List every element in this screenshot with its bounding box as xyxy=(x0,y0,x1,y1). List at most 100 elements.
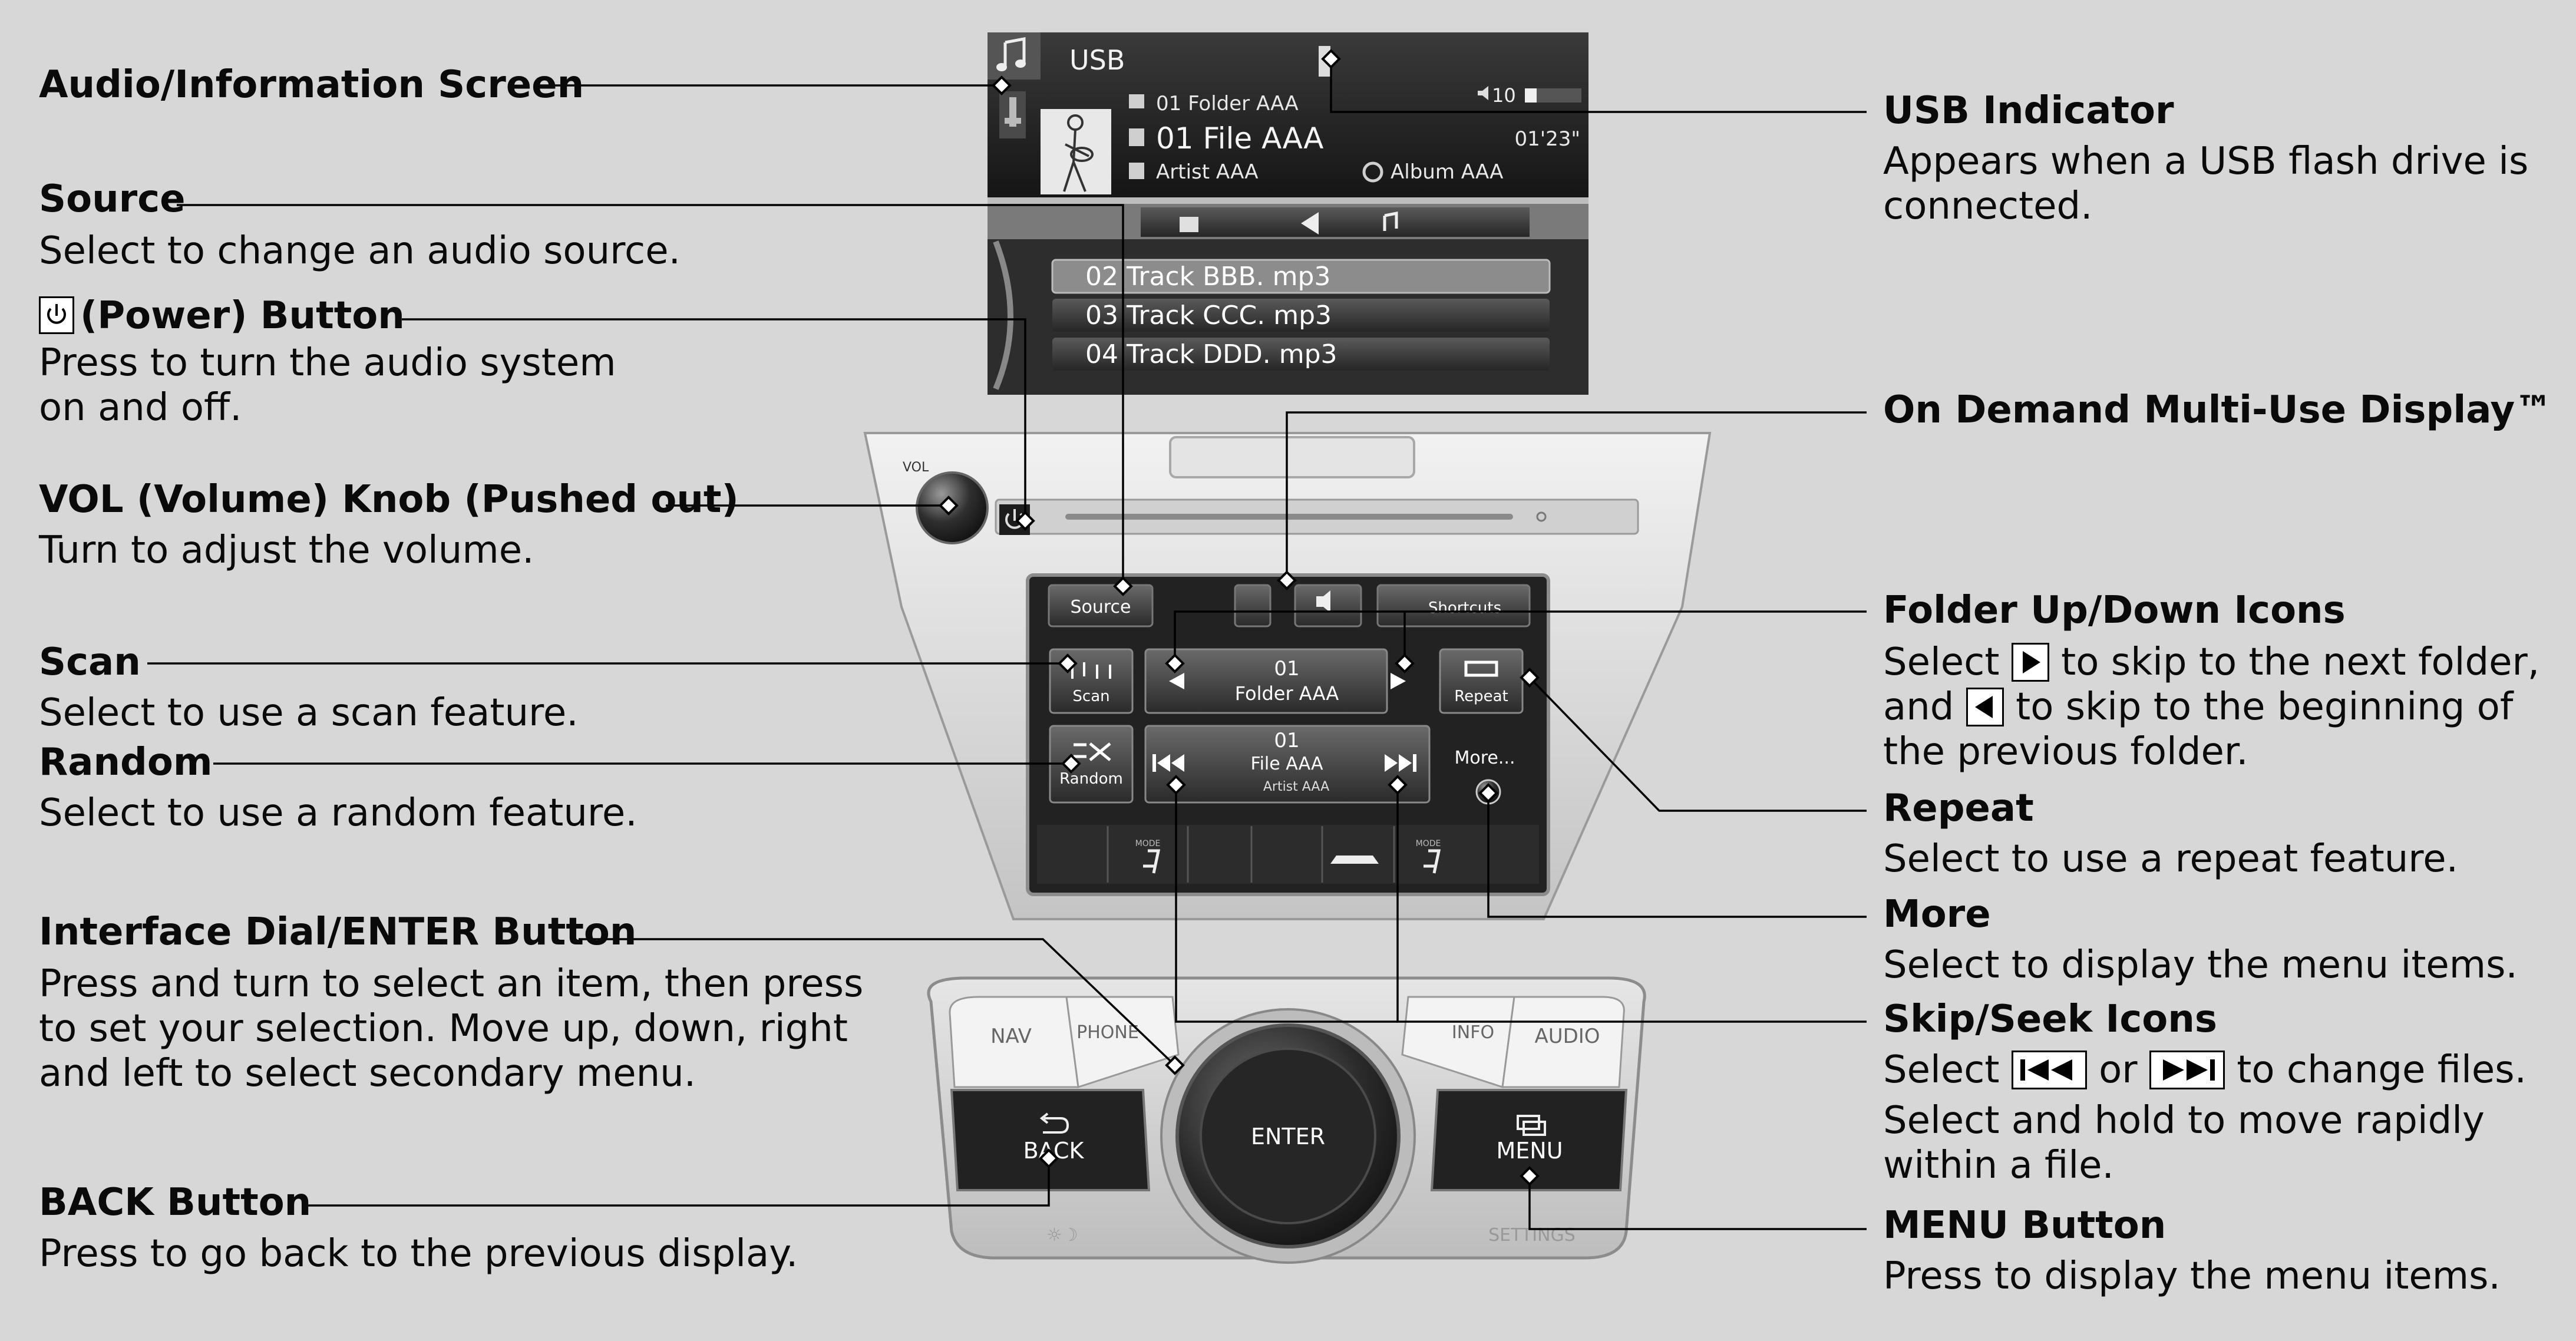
callout-repeat-desc: Select to use a repeat feature. xyxy=(1883,837,2458,881)
callout-usb-title: USB Indicator xyxy=(1883,89,2174,133)
callout-back-title: BACK Button xyxy=(39,1181,312,1224)
album-art xyxy=(1041,109,1111,194)
more-button[interactable]: More... xyxy=(1455,748,1515,768)
callout-skip-desc: Select or to change files. Select and ho… xyxy=(1883,1048,2527,1187)
track-row[interactable] xyxy=(1052,299,1550,332)
folder-up-icon[interactable] xyxy=(1391,673,1406,689)
climate-mode-icon-right[interactable] xyxy=(1424,849,1441,874)
folder-tab[interactable] xyxy=(1141,207,1335,237)
callout-markers xyxy=(939,49,1540,1186)
folder-name: 01 Folder AAA xyxy=(1156,92,1299,115)
music-tab-icon xyxy=(1383,211,1398,231)
folder-icon xyxy=(1129,94,1144,108)
leader-lines xyxy=(147,59,1867,1230)
file-title: File AAA xyxy=(1251,754,1323,774)
track-row-selected[interactable] xyxy=(1051,259,1551,294)
climate-mode-icon[interactable] xyxy=(1143,849,1161,874)
power-icon xyxy=(39,296,74,334)
callout-on-demand-title: On Demand Multi-Use Display™ xyxy=(1883,388,2553,432)
previous-folder-icon xyxy=(1966,688,2004,726)
track-item: 02 Track BBB. mp3 xyxy=(1085,262,1330,292)
random-icon xyxy=(1074,742,1111,761)
callout-folder-icons-desc: Select to skip to the next folder, and t… xyxy=(1883,640,2540,774)
folder-tab-icon xyxy=(1180,217,1198,232)
menu-button[interactable] xyxy=(1430,1089,1628,1191)
callout-power-title-row: (Power) Button xyxy=(39,291,405,341)
callout-power-desc: Press to turn the audio system on and of… xyxy=(39,341,616,430)
enter-button[interactable]: ENTER xyxy=(1251,1124,1325,1150)
skip-forward-icon[interactable] xyxy=(1385,754,1416,772)
repeat-icon xyxy=(1464,660,1498,677)
callout-folder-icons-title: Folder Up/Down Icons xyxy=(1883,589,2346,632)
file-artist: Artist AAA xyxy=(1263,780,1329,794)
callout-vol-desc: Turn to adjust the volume. xyxy=(39,529,534,572)
shortcuts-button-label: Shortcuts xyxy=(1428,599,1501,617)
menu-icon xyxy=(1517,1115,1546,1136)
volume-bar-fill xyxy=(1525,88,1537,103)
callout-random-title: Random xyxy=(39,741,213,784)
album-name: Album AAA xyxy=(1391,160,1503,184)
menu-button-label: MENU xyxy=(1496,1138,1563,1164)
music-tab[interactable] xyxy=(1335,207,1530,237)
on-demand-multi-use-display: Source Shortcuts Scan 01 Folder AAA Repe… xyxy=(1026,573,1550,896)
scan-button-label: Scan xyxy=(1072,688,1109,705)
climate-mode-label: MODE xyxy=(1135,839,1161,848)
phone-button[interactable] xyxy=(1065,996,1180,1088)
album-icon xyxy=(1362,161,1383,183)
music-note-icon xyxy=(996,37,1026,71)
source-button[interactable] xyxy=(1048,584,1154,627)
callout-vol-title: VOL (Volume) Knob (Pushed out) xyxy=(39,478,739,521)
interface-dial-panel: NAV PHONE INFO AUDIO BACK MENU ENTER ☼☽ … xyxy=(927,976,1646,1264)
equalizer-button[interactable] xyxy=(1234,584,1272,627)
back-arrow-icon xyxy=(1039,1112,1069,1134)
folder-down-icon[interactable] xyxy=(1169,673,1184,689)
callout-menu-desc: Press to display the menu items. xyxy=(1883,1254,2501,1298)
artist-icon xyxy=(1129,163,1144,179)
track-item: 04 Track DDD. mp3 xyxy=(1085,339,1337,369)
callout-audio-screen-title: Audio/Information Screen xyxy=(39,63,584,107)
scan-icon xyxy=(1071,662,1111,679)
callout-back-desc: Press to go back to the previous display… xyxy=(39,1232,798,1276)
source-tab-label: USB xyxy=(1069,44,1125,76)
repeat-button[interactable] xyxy=(1439,648,1524,714)
file-number: 01 xyxy=(1274,729,1299,752)
audio-information-screen: USB 10 01 Folder AAA 01 File AAA 01'23" … xyxy=(988,32,1588,395)
audio-button-label: AUDIO xyxy=(1534,1025,1600,1048)
skip-back-icon[interactable] xyxy=(1152,754,1184,772)
artist-name: Artist AAA xyxy=(1156,160,1259,184)
defrost-icon[interactable] xyxy=(1330,856,1379,864)
usb-icon xyxy=(1005,97,1021,127)
callout-power-title: (Power) Button xyxy=(80,294,405,338)
speaker-icon xyxy=(1316,590,1330,613)
source-button-label: Source xyxy=(1070,597,1131,617)
callout-source-desc: Select to change an audio source. xyxy=(39,229,681,273)
audio-button[interactable] xyxy=(1501,996,1625,1088)
callout-more-desc: Select to display the menu items. xyxy=(1883,943,2518,987)
nav-button-label: NAV xyxy=(990,1025,1032,1048)
callout-dial-title: Interface Dial/ENTER Button xyxy=(39,910,637,954)
file-icon xyxy=(1129,128,1144,146)
skip-forward-glyph-icon xyxy=(2149,1051,2225,1089)
repeat-button-label: Repeat xyxy=(1454,688,1508,705)
vol-label: VOL xyxy=(903,460,929,475)
shortcuts-button[interactable] xyxy=(1376,584,1531,627)
back-button[interactable] xyxy=(950,1089,1151,1191)
callout-menu-title: MENU Button xyxy=(1883,1204,2167,1247)
track-row[interactable] xyxy=(1052,338,1550,371)
phone-button-label: PHONE xyxy=(1076,1022,1139,1043)
folder-title: Folder AAA xyxy=(1235,682,1339,705)
callout-usb-desc: Appears when a USB flash drive is connec… xyxy=(1883,140,2529,228)
volume-icon xyxy=(1478,86,1488,100)
folder-number: 01 xyxy=(1274,657,1299,681)
callout-scan-title: Scan xyxy=(39,640,141,684)
volume-level: 10 xyxy=(1492,84,1516,107)
next-folder-icon xyxy=(2011,643,2049,682)
brightness-icon: ☼☽ xyxy=(1046,1225,1078,1246)
file-selector xyxy=(1144,725,1431,804)
random-button-label: Random xyxy=(1059,770,1123,788)
callout-repeat-title: Repeat xyxy=(1883,787,2034,830)
climate-mode-label-right: MODE xyxy=(1416,839,1441,848)
skip-back-glyph-icon xyxy=(2011,1051,2087,1089)
